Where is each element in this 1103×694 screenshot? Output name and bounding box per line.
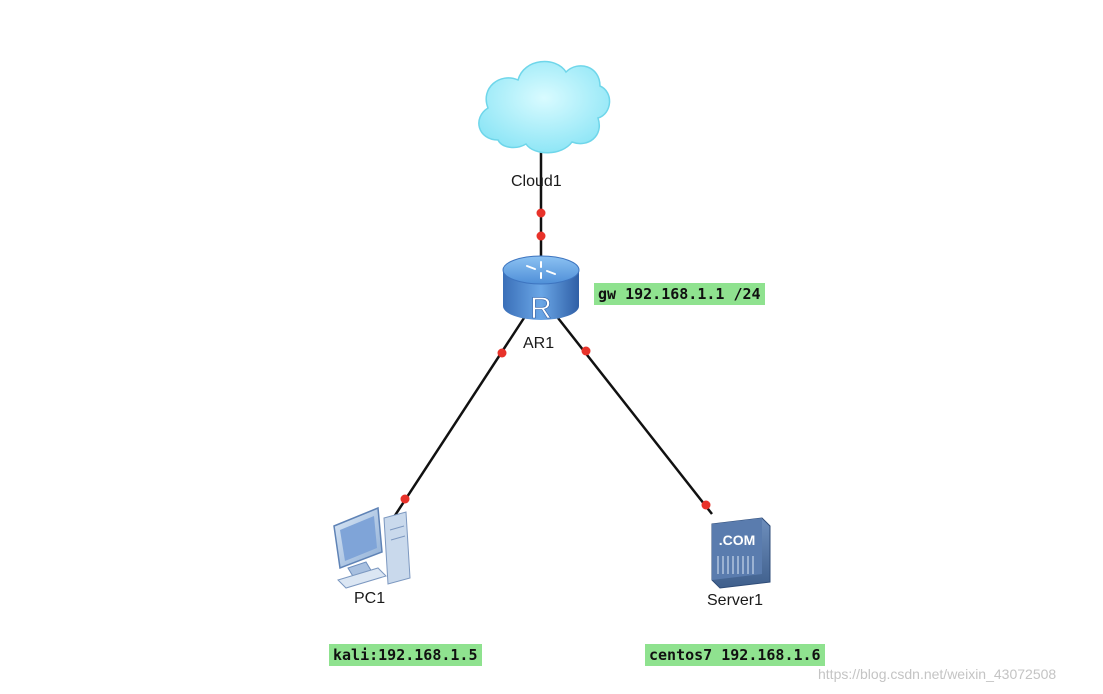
router-label: AR1: [523, 335, 555, 352]
router-icon: R: [502, 255, 580, 325]
server-glyph: .COM: [719, 532, 756, 548]
port-dot: [701, 500, 711, 510]
cloud-label: Cloud1: [511, 173, 562, 190]
pc-label: PC1: [354, 590, 386, 607]
router-glyph: R: [530, 292, 552, 325]
port-markers: [400, 208, 711, 510]
watermark: https://blog.csdn.net/weixin_43072508: [818, 666, 1057, 682]
port-dot: [497, 348, 507, 358]
link-router-server[interactable]: [557, 317, 713, 515]
gateway-note: gw 192.168.1.1 /24: [594, 283, 765, 305]
server-icon: .COM: [711, 517, 771, 589]
router-node[interactable]: R: [502, 255, 580, 325]
port-dot: [536, 208, 546, 218]
pc-node[interactable]: [333, 506, 411, 589]
kali-note: kali:192.168.1.5: [329, 644, 482, 666]
link-router-pc[interactable]: [390, 317, 526, 521]
cloud-node[interactable]: [478, 60, 611, 154]
server-label: Server1: [707, 592, 764, 609]
server-node[interactable]: .COM: [711, 517, 771, 589]
cloud-icon: [478, 60, 611, 154]
pc-icon: [333, 506, 411, 589]
port-dot: [400, 494, 410, 504]
port-dot: [536, 231, 546, 241]
port-dot: [581, 346, 591, 356]
centos-note: centos7 192.168.1.6: [645, 644, 825, 666]
